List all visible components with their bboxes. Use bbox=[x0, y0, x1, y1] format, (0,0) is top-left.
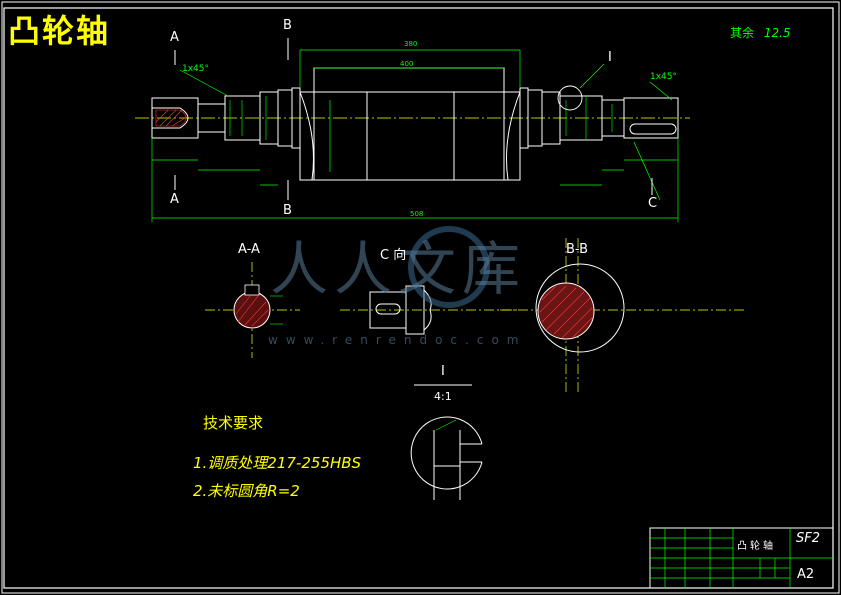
drawing-title: 凸轮轴 bbox=[8, 12, 111, 50]
view-c bbox=[340, 285, 520, 335]
detail-i-scale: 4:1 bbox=[434, 390, 452, 403]
shaft-main-view bbox=[151, 67, 679, 181]
dimension-ticks bbox=[229, 96, 613, 140]
section-aa-view bbox=[205, 262, 300, 358]
roughness-value: 12.5 bbox=[763, 26, 791, 40]
dimension-top-2: 400 bbox=[400, 60, 414, 68]
cut-label-b-top: B bbox=[283, 18, 292, 33]
dimension-bottom: 508 bbox=[410, 210, 424, 218]
cut-label-a-bottom: A bbox=[170, 192, 179, 207]
title-block bbox=[649, 527, 834, 589]
left-key-hatch-lines bbox=[155, 109, 189, 127]
detail-i-label: I bbox=[441, 364, 445, 379]
drawing-frame bbox=[3, 7, 834, 589]
title-block-part-name: 凸轮轴 bbox=[737, 541, 776, 552]
technical-requirements-title: 技术要求 bbox=[203, 414, 264, 432]
roughness-label: 其余 bbox=[730, 26, 755, 40]
title-block-drawing-code: SF2 bbox=[796, 531, 821, 546]
detail-label-i: I bbox=[608, 50, 612, 65]
detail-i-marker bbox=[557, 85, 583, 111]
watermark-text: 人人文库 bbox=[270, 235, 527, 303]
detail-i-view bbox=[410, 384, 483, 500]
view-label-c: C bbox=[648, 196, 658, 211]
section-cut-lines bbox=[174, 38, 653, 200]
section-aa-hatch bbox=[235, 295, 269, 327]
watermark-logo-icon bbox=[408, 226, 490, 308]
left-key-hatch bbox=[155, 109, 187, 127]
section-aa-label: A-A bbox=[238, 242, 260, 257]
technical-requirement-1: 1.调质处理217-255HBS bbox=[193, 454, 362, 472]
dimension-lines bbox=[151, 49, 679, 222]
dimension-top-1: 380 bbox=[404, 40, 418, 48]
section-bb-view bbox=[500, 238, 745, 395]
title-block-sheet-size: A2 bbox=[797, 567, 815, 582]
roughness-note: 其余 12.5 bbox=[730, 24, 791, 41]
chamfer-left: 1x45° bbox=[182, 64, 210, 74]
view-c-label: C 向 bbox=[380, 248, 407, 263]
cut-label-b-bottom: B bbox=[283, 203, 292, 218]
section-bb-hatch bbox=[539, 285, 593, 339]
cut-label-a-top: A bbox=[170, 30, 179, 45]
section-bb-label: B-B bbox=[566, 242, 589, 257]
technical-requirement-2: 2.未标圆角R=2 bbox=[193, 482, 300, 500]
chamfer-right: 1x45° bbox=[650, 72, 678, 82]
watermark-url: www.renrendoc.com bbox=[268, 333, 527, 347]
